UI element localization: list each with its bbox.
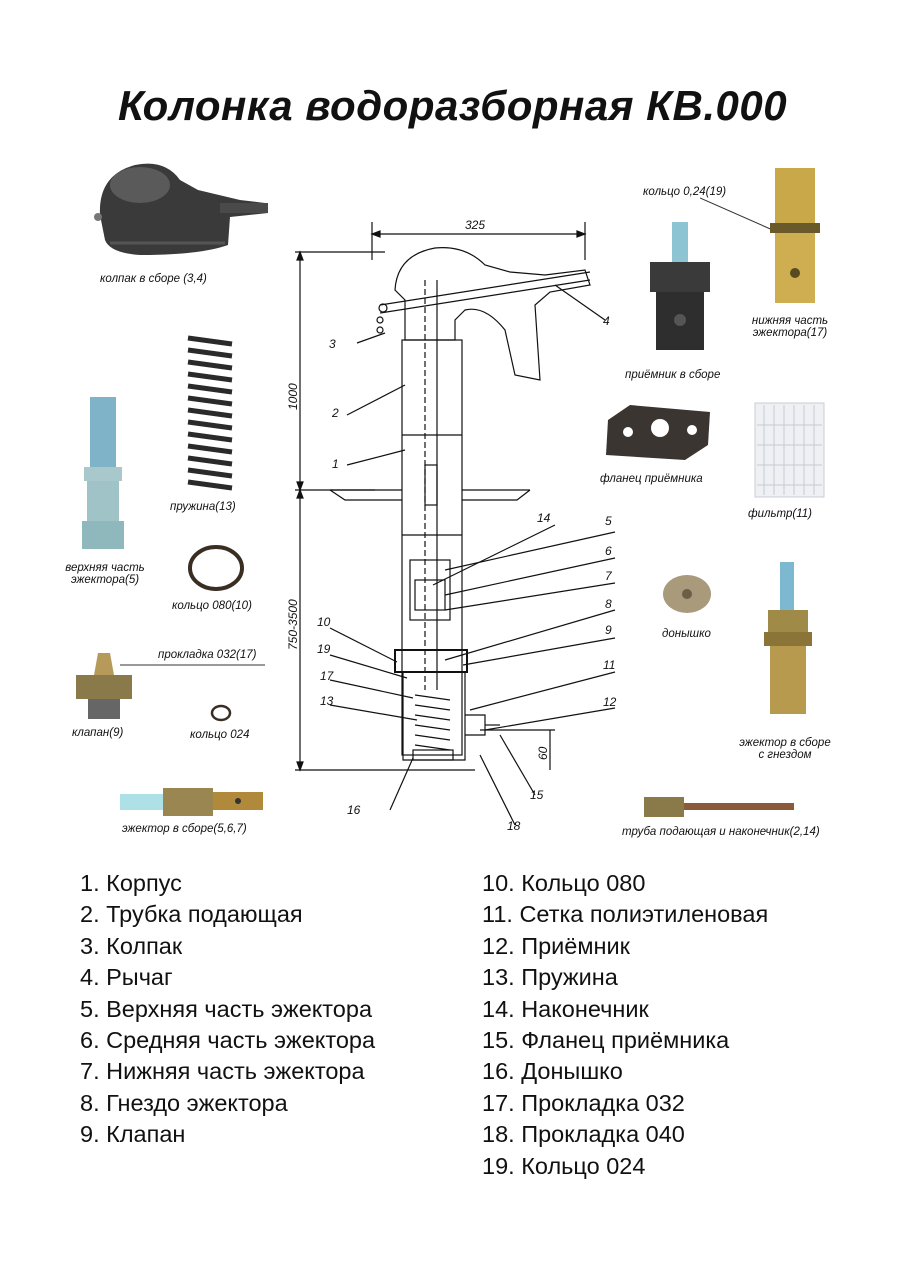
- column-technical-drawing: 325 1000 750-3500 60 1 2 3 4 5 6 7 8 9 1…: [286, 218, 617, 833]
- callout-5: 5: [605, 514, 612, 528]
- caption-bottom-disk: донышко: [662, 628, 711, 640]
- part-item: 19. Кольцо 024: [482, 1152, 646, 1179]
- callout-7: 7: [605, 569, 613, 583]
- part-item: 14. Наконечник: [482, 995, 649, 1022]
- callout-6: 6: [605, 544, 612, 558]
- caption-gasket-032: прокладка 032(17): [158, 649, 257, 661]
- caption-supply-pipe: труба подающая и наконечник(2,14): [622, 826, 820, 838]
- callout-11: 11: [603, 658, 615, 672]
- callout-16: 16: [347, 803, 361, 817]
- ejector-assembly-photo: [120, 788, 263, 816]
- callout-4: 4: [603, 314, 610, 328]
- part-item: 2. Трубка подающая: [80, 901, 303, 928]
- part-item: 6. Средняя часть эжектора: [80, 1027, 376, 1054]
- page-title: Колонка водоразборная КВ.000: [117, 82, 788, 129]
- part-item: 1. Корпус: [80, 870, 182, 896]
- callout-8: 8: [605, 597, 612, 611]
- dim-height-mid: 750-3500: [286, 599, 300, 650]
- callout-3: 3: [329, 337, 336, 351]
- receiver-flange-photo: [606, 405, 710, 460]
- part-item: 11. Сетка полиэтиленовая: [482, 901, 769, 928]
- callout-10: 10: [317, 615, 331, 629]
- ejector-upper-photo: [82, 397, 124, 549]
- part-item: 8. Гнездо эжектора: [80, 1089, 288, 1116]
- caption-ring-024: кольцо 024: [190, 729, 250, 741]
- callout-19: 19: [317, 642, 331, 656]
- caption-ring-080: кольцо 080(10): [172, 600, 252, 612]
- receiver-photo: [650, 222, 710, 350]
- callout-13: 13: [320, 694, 334, 708]
- supply-pipe-photo: [644, 797, 794, 817]
- valve-photo: [76, 653, 265, 719]
- part-item: 9. Клапан: [80, 1121, 186, 1148]
- bottom-disk-photo: [663, 575, 711, 613]
- part-item: 4. Рычаг: [80, 964, 173, 991]
- caption-ring-024-19: кольцо 0,24(19): [643, 186, 727, 198]
- filter-photo: [754, 402, 825, 498]
- caption-spring: пружина(13): [170, 501, 236, 513]
- caption-valve: клапан(9): [72, 727, 124, 739]
- callout-9: 9: [605, 623, 612, 637]
- dim-height-bottom: 60: [536, 746, 550, 760]
- ring-080-photo: [188, 545, 244, 591]
- caption-receiver: приёмник в сборе: [625, 369, 721, 381]
- ring-024-photo: [210, 704, 232, 722]
- parts-list-left: 1. Корпус 2. Трубка подающая 3. Колпак 4…: [80, 868, 375, 1151]
- part-item: 16. Донышко: [482, 1058, 623, 1085]
- cap-assembly-photo: [94, 163, 269, 255]
- ejector-socket-photo: [764, 562, 812, 714]
- callout-14: 14: [537, 511, 551, 525]
- part-item: 17. Прокладка 032: [482, 1089, 685, 1116]
- part-item: 18. Прокладка 040: [482, 1121, 685, 1148]
- callout-18: 18: [507, 819, 521, 833]
- part-item: 5. Верхняя часть эжектора: [80, 995, 373, 1022]
- callout-2: 2: [331, 406, 339, 420]
- ejector-lower-photo: [700, 168, 820, 303]
- part-item: 15. Фланец приёмника: [482, 1027, 730, 1054]
- caption-cap-assembly: колпак в сборе (3,4): [100, 273, 207, 285]
- part-item: 10. Кольцо 080: [482, 870, 646, 896]
- spring-photo: [187, 335, 233, 491]
- caption-ejector-assembly: эжектор в сборе(5,6,7): [122, 823, 247, 835]
- callout-15: 15: [530, 788, 544, 802]
- part-item: 13. Пружина: [482, 964, 618, 991]
- callout-1: 1: [332, 457, 339, 471]
- callout-17: 17: [320, 669, 335, 683]
- caption-receiver-flange: фланец приёмника: [600, 473, 703, 485]
- part-item: 7. Нижняя часть эжектора: [80, 1058, 365, 1085]
- part-item: 3. Колпак: [80, 932, 183, 959]
- dim-width: 325: [465, 218, 485, 232]
- part-item: 12. Приёмник: [482, 932, 630, 959]
- parts-list-right: 10. Кольцо 080 11. Сетка полиэтиленовая …: [482, 868, 768, 1182]
- dim-height-top: 1000: [286, 383, 300, 410]
- callout-12: 12: [603, 695, 617, 709]
- caption-filter: фильтр(11): [748, 508, 812, 520]
